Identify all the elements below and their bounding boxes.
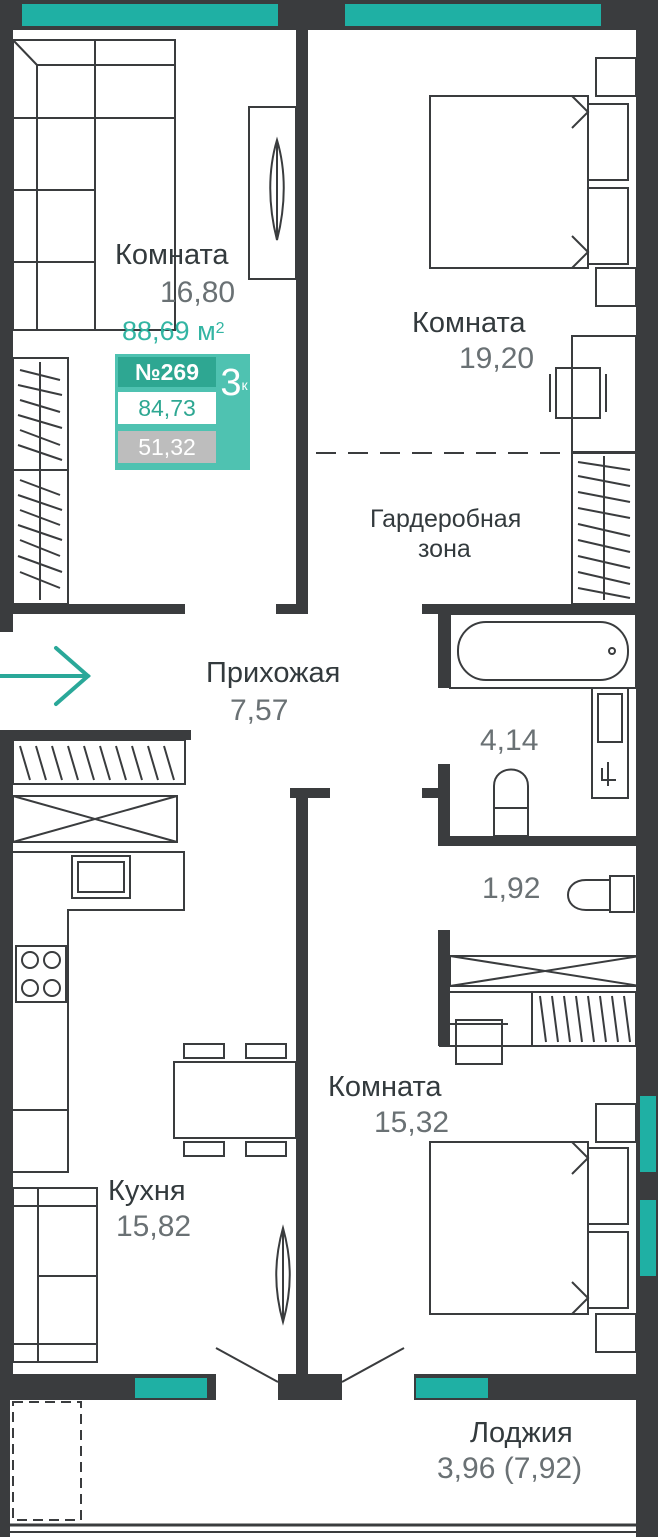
desk-icon xyxy=(549,335,637,453)
room-top-right-area: 19,20 xyxy=(459,342,535,375)
bed-2-icon xyxy=(429,1103,637,1353)
room-top-right-name: Комната xyxy=(412,307,526,339)
bed-icon xyxy=(429,57,637,307)
toilet-icon xyxy=(493,768,529,837)
door-icon xyxy=(215,1224,405,1383)
shoe-cabinet-icon xyxy=(12,795,178,843)
wardrobe-zone-label-line1: Гардеробная xyxy=(370,505,522,533)
wardrobe-zone-label-line2: зона xyxy=(418,535,471,563)
windows xyxy=(22,4,656,1398)
room-count-suffix: к xyxy=(241,377,248,393)
dining-table-icon xyxy=(173,1043,297,1157)
total-area-label: 88,69 м2 xyxy=(122,316,225,346)
hall-wardrobe-icon xyxy=(12,739,186,785)
apartment-number: №269 xyxy=(118,357,216,387)
sofa-icon xyxy=(12,39,176,331)
room-top-left-area: 16,80 xyxy=(160,276,236,309)
living-area-value: 84,73 xyxy=(118,392,216,424)
total-area-unit-sup: 2 xyxy=(215,320,225,337)
cabinet-x-icon xyxy=(449,955,641,987)
hallway-area: 7,57 xyxy=(230,694,289,727)
loggia-railing xyxy=(10,1523,636,1533)
room-count-value: 3 xyxy=(220,362,242,404)
secondary-area-value: 51,32 xyxy=(118,431,216,463)
washer-icon xyxy=(591,687,629,799)
bathroom-area: 4,14 xyxy=(480,724,539,757)
loggia-storage xyxy=(12,1401,82,1521)
total-area-value: 88,69 м xyxy=(122,316,216,346)
toilet-2-icon xyxy=(567,875,635,913)
tv-cabinet-icon xyxy=(248,106,297,280)
kitchen-counter-icon xyxy=(13,851,185,1173)
wardrobe-right-icon xyxy=(571,452,637,605)
loggia-name: Лоджия xyxy=(470,1417,573,1449)
loggia-area: 3,96 (7,92) xyxy=(437,1452,583,1485)
toilet-area: 1,92 xyxy=(482,872,541,905)
wardrobe-left-icon xyxy=(12,357,69,605)
room-bottom-right-area: 15,32 xyxy=(374,1106,450,1139)
apartment-badge: №269 84,73 51,32 3к xyxy=(115,354,250,470)
kitchen-sofa-icon xyxy=(12,1187,98,1363)
room-bottom-right-name: Комната xyxy=(328,1071,442,1103)
room-count: 3к xyxy=(218,362,250,404)
entry-arrow-icon xyxy=(0,646,92,706)
hallway-name: Прихожая xyxy=(206,657,341,689)
desk-2-icon xyxy=(439,991,637,1065)
kitchen-name: Кухня xyxy=(108,1175,186,1207)
bathtub-icon xyxy=(449,613,637,689)
furniture xyxy=(12,39,646,1383)
kitchen-area: 15,82 xyxy=(116,1210,192,1243)
room-top-left-name: Комната xyxy=(115,239,229,271)
